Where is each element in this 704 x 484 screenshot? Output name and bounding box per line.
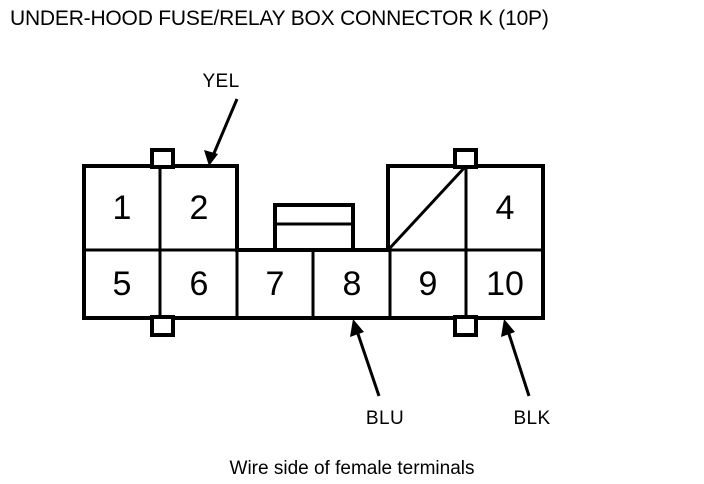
leader-arrowhead-blk <box>501 319 515 337</box>
cavity-number-9: 9 <box>419 265 438 303</box>
cavity-number-2: 2 <box>190 189 209 227</box>
cavity-number-1: 1 <box>113 189 132 227</box>
wire-label-blu: BLU <box>366 408 404 429</box>
leader-line-yel <box>210 98 239 159</box>
leader-line-blk <box>506 330 531 397</box>
connector-body: 1 2 4 5 6 7 8 9 10 <box>82 148 545 337</box>
figure-caption: Wire side of female terminals <box>230 458 475 479</box>
cavity-number-5: 5 <box>113 265 132 303</box>
alignment-tab-bottom-right <box>453 315 478 337</box>
cavity-number-8: 8 <box>343 265 362 303</box>
leader-arrowhead-blu <box>350 319 364 337</box>
wire-callout-blu: BLU <box>350 319 404 429</box>
leader-arrowhead-yel <box>204 150 218 166</box>
cavity-number-10: 10 <box>486 265 524 303</box>
cavity-number-6: 6 <box>190 265 209 303</box>
blank-cavity-diagonal <box>387 165 467 251</box>
cavity-number-4: 4 <box>496 189 515 227</box>
wire-callout-yel: YEL <box>202 71 239 166</box>
alignment-tab-top-left <box>150 148 175 169</box>
cavity-number-7: 7 <box>266 265 285 303</box>
center-latch <box>273 203 355 252</box>
alignment-tab-bottom-left <box>150 315 175 337</box>
wire-label-yel: YEL <box>202 71 239 92</box>
page-title: UNDER-HOOD FUSE/RELAY BOX CONNECTOR K (1… <box>10 7 549 30</box>
alignment-tab-top-right <box>453 148 478 169</box>
wire-label-blk: BLK <box>513 408 550 429</box>
leader-line-blu <box>355 330 381 397</box>
wire-callout-blk: BLK <box>501 319 550 429</box>
